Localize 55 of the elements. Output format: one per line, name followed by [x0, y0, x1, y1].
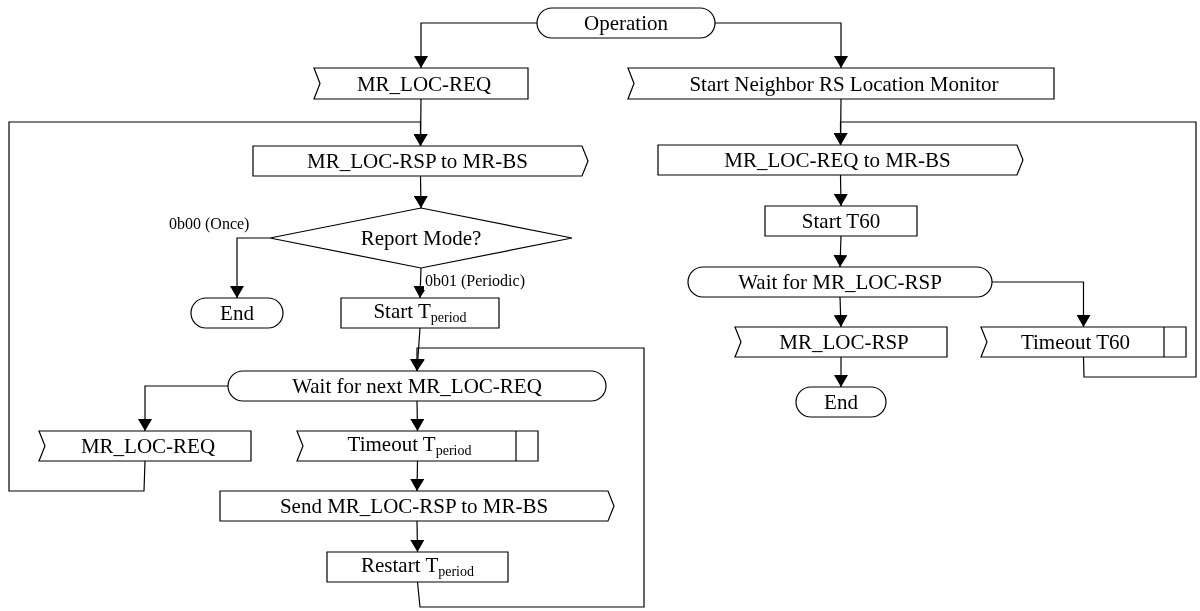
arrow	[714, 22, 848, 69]
node-label: Start T60	[801, 210, 881, 232]
node-label: Wait for MR_LOC-RSP	[738, 271, 942, 293]
node-label: Timeout T$_{period}$	[347, 434, 472, 458]
input-signal-box	[39, 431, 251, 461]
terminal-node	[191, 298, 283, 328]
arrow	[138, 385, 229, 432]
arrow	[410, 400, 425, 432]
output-signal-box	[658, 145, 1023, 175]
output-signal-box	[253, 146, 588, 176]
arrow	[410, 460, 425, 492]
terminal-node	[537, 8, 715, 38]
arrow	[833, 296, 848, 328]
arrow	[833, 174, 848, 207]
timer-signal-box	[297, 431, 538, 461]
node-label: MR_LOC-REQ to MR-BS	[724, 149, 951, 171]
process-box	[327, 552, 508, 582]
arrow	[414, 22, 538, 69]
timer-signal-box	[981, 327, 1186, 357]
node-label: Wait for next MR_LOC-REQ	[292, 375, 542, 397]
node-label: Operation	[584, 12, 668, 34]
node-label: Send MR_LOC-RSP to MR-BS	[279, 495, 549, 517]
arrow	[833, 121, 1197, 378]
arrow	[410, 520, 425, 553]
output-signal-box	[220, 491, 614, 521]
input-signal-box	[314, 68, 528, 99]
input-signal-box	[735, 327, 947, 357]
input-signal-box	[628, 68, 1054, 99]
arrow	[8, 121, 428, 492]
terminal-node	[688, 267, 992, 297]
terminal-node	[796, 387, 886, 417]
process-box	[765, 206, 917, 236]
node-label: Start T$_{period}$	[373, 301, 467, 325]
node-label: Report Mode?	[360, 227, 482, 249]
arrow	[833, 235, 848, 268]
node-label: MR_LOC-REQ	[80, 435, 216, 457]
node-label: Restart T$_{period}$	[361, 555, 474, 579]
edge-label: 0b00 (Once)	[168, 215, 251, 233]
arrow	[230, 237, 271, 299]
arrow	[991, 281, 1091, 328]
node-label: End	[220, 302, 254, 324]
node-label: Start Neighbor RS Location Monitor	[689, 73, 999, 94]
node-label: End	[824, 391, 858, 413]
decision-diamond	[270, 208, 572, 268]
arrow	[413, 175, 428, 209]
terminal-node	[228, 371, 606, 401]
process-box	[341, 298, 499, 328]
arrow	[413, 267, 428, 299]
node-label: MR_LOC-RSP to MR-BS	[307, 150, 528, 172]
edge-label: 0b01 (Periodic)	[424, 272, 526, 290]
arrow	[410, 347, 645, 608]
node-label: Timeout T60	[1020, 331, 1131, 353]
arrow	[834, 356, 848, 388]
node-label: MR_LOC-REQ	[356, 73, 492, 94]
node-label: MR_LOC-RSP	[779, 331, 909, 353]
